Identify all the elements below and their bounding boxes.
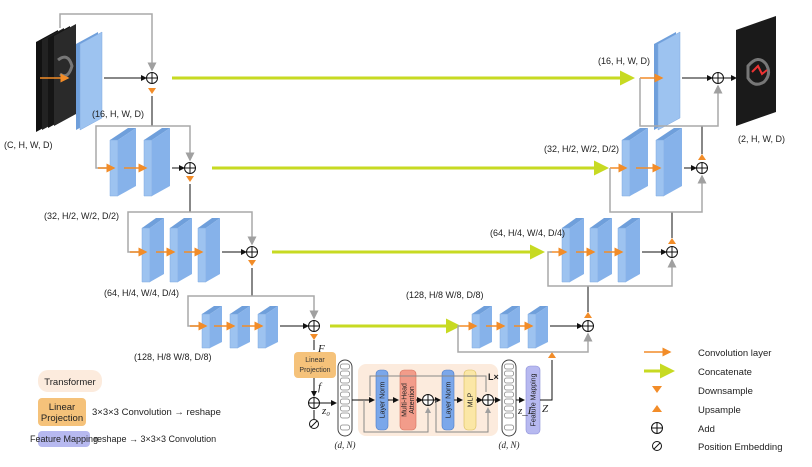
input-image-stack [36, 24, 76, 132]
output-segmentation-image [736, 16, 776, 126]
feature-mapping-label: Feature Mapping [531, 373, 538, 426]
legend-concat-label: Concatenate [698, 367, 752, 378]
decoder-label-l1: (16, H, W, D) [598, 56, 650, 66]
legend-feature-mapping-label: Feature Mapping [30, 434, 98, 444]
legend-upsample-label: Upsample [698, 405, 741, 416]
encoder-blocks-l2 [109, 128, 170, 197]
legend-downsample-label: Downsample [698, 386, 753, 397]
mhsa-line2: Attention [409, 386, 416, 414]
encoder-label-l1: (16, H, W, D) [92, 109, 144, 119]
legend-add-label: Add [698, 424, 715, 435]
encoder-label-l2: (32, H/2, W/2, D/2) [44, 211, 119, 221]
mhsa-line1: Multi-Head [402, 383, 409, 417]
legend-position-embedding-icon [652, 441, 662, 451]
legend-transformer-label: Transformer [44, 377, 95, 388]
F-label: F [317, 343, 325, 355]
legend-transformer-swatch [38, 370, 102, 392]
decoder-blocks-l4 [471, 306, 548, 349]
decoder-label-output: (2, H, W, D) [738, 134, 785, 144]
encoder-label-input: (C, H, W, D) [4, 140, 53, 150]
linear-projection-box [294, 352, 336, 378]
repeat-label: L× [488, 372, 499, 382]
legend-downsample-icon [652, 386, 662, 393]
legend-add-icon [651, 422, 663, 434]
legend-linear-projection-line2: Projection [41, 413, 83, 424]
linear-projection-line2: Projection [299, 367, 330, 374]
legend-position-embedding-label: Position Embedding [698, 442, 783, 453]
encoder-blocks-l4 [201, 306, 278, 349]
Z-label: Z [542, 403, 549, 415]
linear-projection-line1: Linear [305, 357, 325, 364]
decoder-label-l4: (128, H/8 W/8, D/8) [406, 290, 484, 300]
legend-conv-label: Convolution layer [698, 348, 771, 359]
encoder-blocks-l3 [141, 218, 220, 283]
mlp-label: MLP [468, 392, 475, 407]
layer-norm-2-label: Layer Norm [446, 382, 453, 419]
decoder-label-l2: (32, H/2, W/2, D/2) [544, 144, 619, 154]
f-label: f [318, 381, 323, 393]
z0-label: z₀ [321, 405, 330, 417]
decoder-blocks-l3 [561, 218, 640, 283]
encoder-block-l1 [76, 31, 103, 131]
legend-linear-projection-line1: Linear [49, 402, 75, 413]
legend-upsample-icon [652, 405, 662, 412]
token-dims-z0: (d, N) [335, 440, 356, 450]
legend-feature-mapping-swatch [38, 431, 90, 447]
decoder-block-l1 [654, 31, 681, 131]
decoder-label-l3: (64, H/4, W/4, D/4) [490, 228, 565, 238]
encoder-label-l3: (64, H/4, W/4, D/4) [104, 288, 179, 298]
token-dims-zL: (d, N) [499, 440, 520, 450]
zL-label: z_L [517, 405, 534, 417]
decoder-blocks-l2 [621, 128, 682, 197]
downsample-icon-l1 [148, 88, 156, 94]
layer-norm-1-label: Layer Norm [380, 382, 387, 419]
legend-linear-projection-desc: 3×3×3 Convolution → reshape [92, 407, 221, 418]
legend-feature-mapping-desc: reshape → 3×3×3 Convolution [94, 434, 216, 444]
encoder-label-l4: (128, H/8 W/8, D/8) [134, 352, 212, 362]
upsample-icon-bottleneck [548, 352, 556, 358]
legend-linear-projection-swatch [38, 398, 86, 426]
